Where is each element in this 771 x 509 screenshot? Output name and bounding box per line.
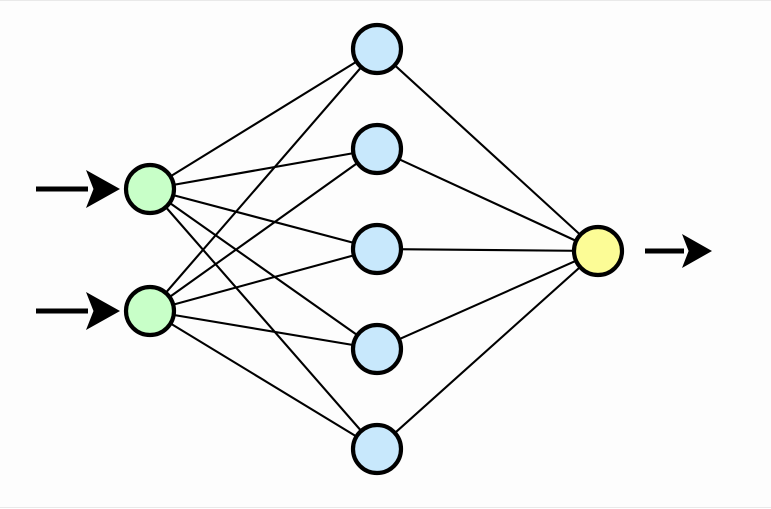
neuron-node-h-4[interactable] xyxy=(350,322,404,376)
arrow-head xyxy=(86,170,120,208)
connection-edge xyxy=(148,187,379,351)
connection-edge xyxy=(375,247,600,253)
connection-edge xyxy=(375,147,600,253)
arrow-head xyxy=(682,234,712,268)
input-arrow-icon xyxy=(36,292,120,330)
neuron-nodes-group xyxy=(123,22,625,476)
connection-edge xyxy=(148,47,379,313)
neuron-node-h-3[interactable] xyxy=(350,222,404,276)
connection-edge xyxy=(148,187,379,451)
connection-edge xyxy=(375,47,600,253)
neuron-node-in-2[interactable] xyxy=(123,284,177,338)
neuron-node-h-1[interactable] xyxy=(350,22,404,76)
connection-edge xyxy=(148,187,379,251)
connection-edge xyxy=(148,309,379,351)
connection-edge xyxy=(375,249,600,451)
connection-edge xyxy=(148,47,379,191)
connection-edge xyxy=(375,249,600,351)
neuron-node-h-2[interactable] xyxy=(350,122,404,176)
neuron-node-out-1[interactable] xyxy=(571,224,625,278)
neuron-node-in-1[interactable] xyxy=(123,162,177,216)
input-arrow-icon xyxy=(36,170,120,208)
arrow-head xyxy=(86,292,120,330)
connection-edge xyxy=(148,309,379,451)
connection-edges-group xyxy=(148,47,600,451)
connection-edge xyxy=(148,247,379,313)
output-arrow-icon xyxy=(645,234,712,268)
io-arrows-group xyxy=(36,170,712,330)
neuron-node-h-5[interactable] xyxy=(350,422,404,476)
connection-edge xyxy=(148,147,379,313)
connection-edge xyxy=(148,147,379,191)
